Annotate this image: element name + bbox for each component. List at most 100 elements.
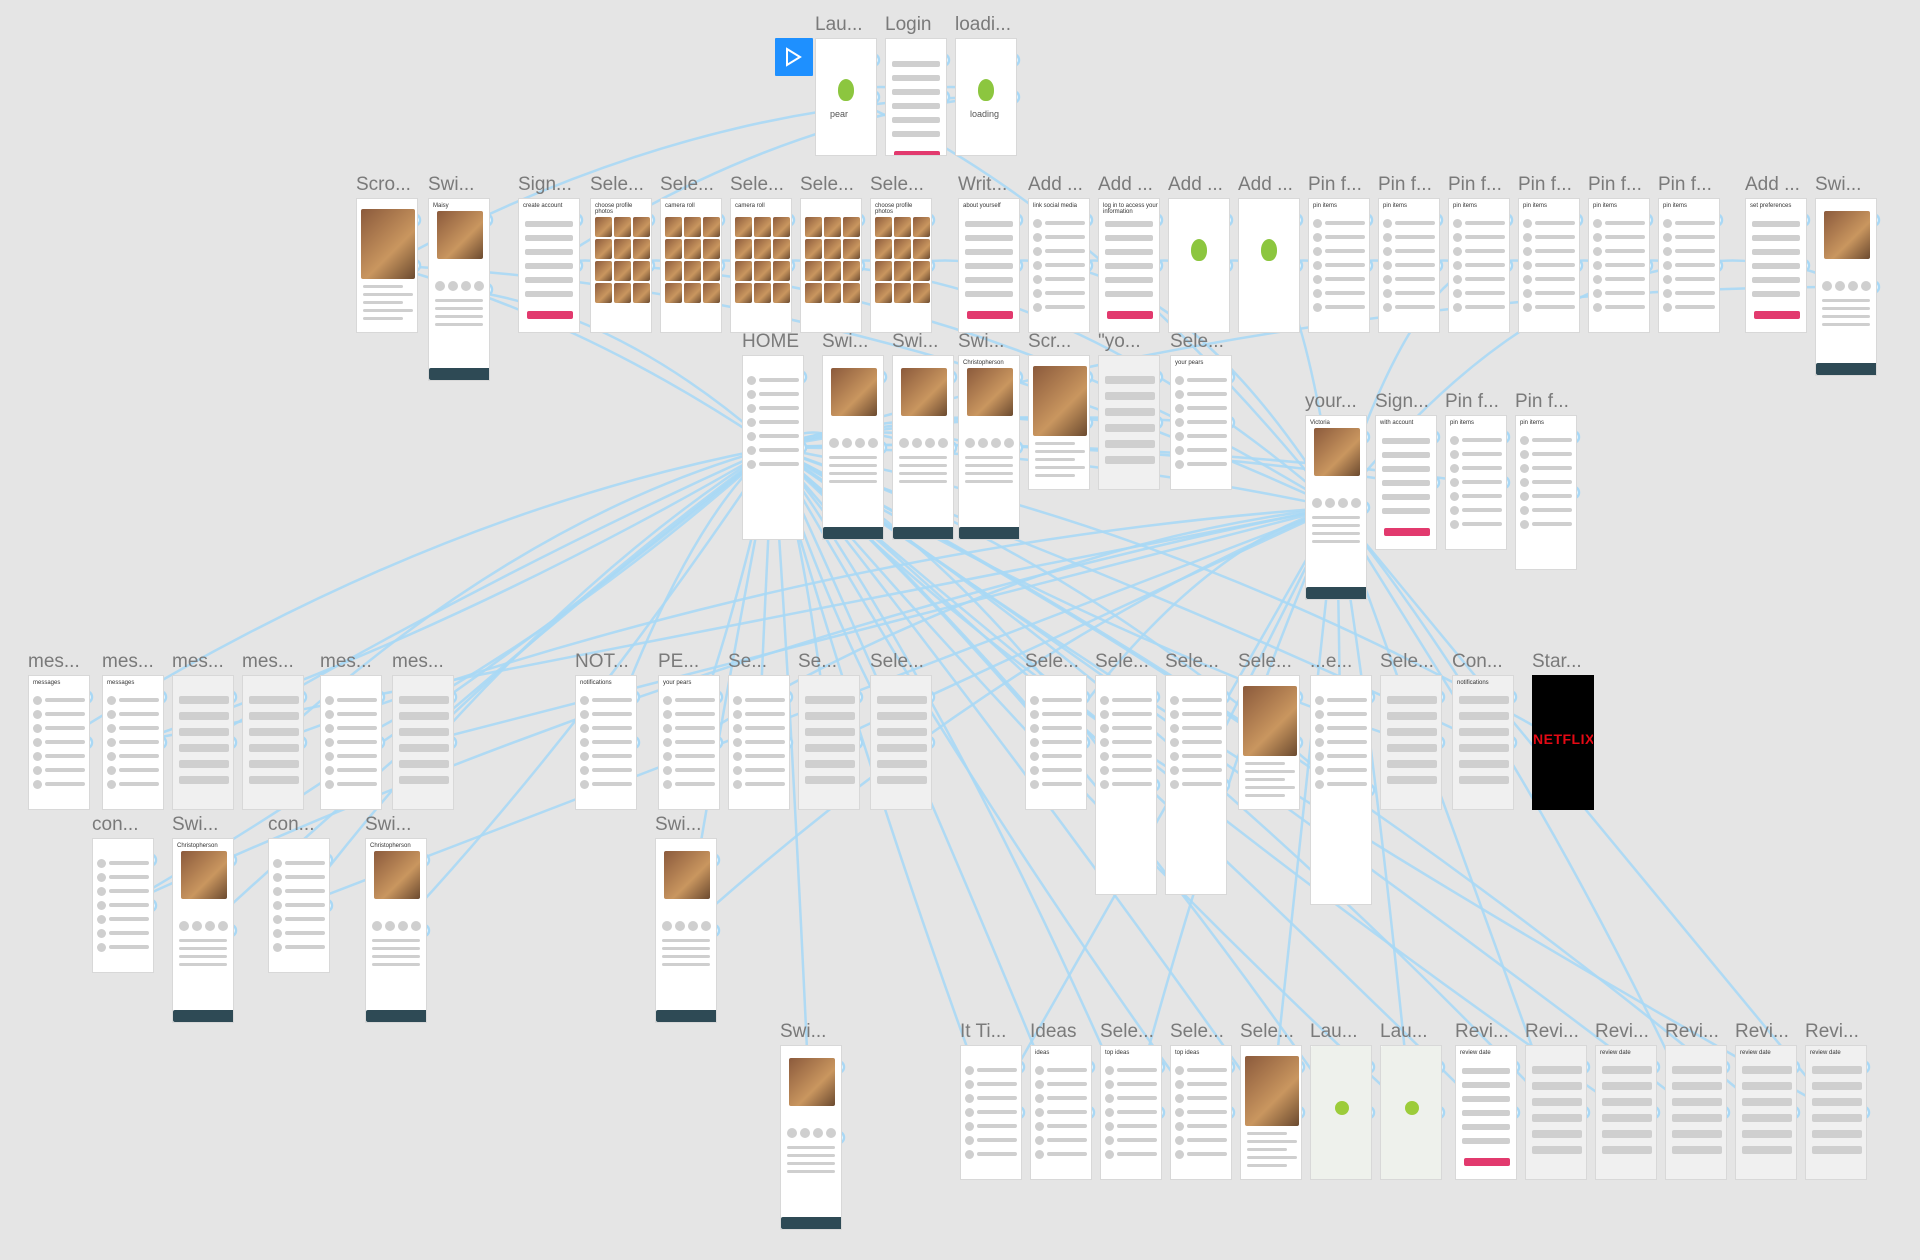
frame-label[interactable]: Sele... [870,174,924,195]
frame-label[interactable]: Sele... [870,651,924,672]
screen-frame[interactable]: review date [1595,1045,1657,1180]
frame-label[interactable]: Sele... [590,174,644,195]
screen-frame[interactable]: pin items [1518,198,1580,333]
frame-label[interactable]: Revi... [1665,1021,1719,1042]
screen-frame[interactable]: create account [518,198,580,333]
screen-frame[interactable] [92,838,154,973]
frame-label[interactable]: It Ti... [960,1021,1007,1042]
screen-frame[interactable] [800,198,862,333]
frame-label[interactable]: Pin f... [1588,174,1642,195]
frame-label[interactable]: con... [92,814,139,835]
screen-frame[interactable]: ideas [1030,1045,1092,1180]
frame-label[interactable]: Login [885,14,932,35]
frame-label[interactable]: your... [1305,391,1357,412]
screen-frame[interactable]: Victoria [1305,415,1367,600]
frame-label[interactable]: mes... [102,651,154,672]
frame-label[interactable]: Scro... [356,174,411,195]
screen-frame[interactable] [1165,675,1227,895]
frame-label[interactable]: Scr... [1028,331,1072,352]
screen-frame[interactable]: messages [102,675,164,810]
screen-frame[interactable]: pin items [1308,198,1370,333]
frame-label[interactable]: Con... [1452,651,1503,672]
frame-label[interactable]: ...e... [1310,651,1353,672]
screen-frame[interactable] [1168,198,1230,333]
frame-label[interactable]: PE... [658,651,700,672]
screen-frame[interactable] [1095,675,1157,895]
frame-label[interactable]: Add ... [1238,174,1293,195]
frame-label[interactable]: Add ... [1745,174,1800,195]
screen-frame[interactable] [960,1045,1022,1180]
screen-frame[interactable] [268,838,330,973]
frame-label[interactable]: NOT... [575,651,629,672]
frame-label[interactable]: Star... [1532,651,1582,672]
frame-label[interactable]: Revi... [1455,1021,1509,1042]
frame-label[interactable]: Revi... [1525,1021,1579,1042]
screen-frame[interactable]: top ideas [1100,1045,1162,1180]
screen-frame[interactable] [1525,1045,1587,1180]
frame-label[interactable]: Se... [728,651,768,672]
screen-frame[interactable] [655,838,717,1023]
screen-frame[interactable]: loading [955,38,1017,156]
screen-frame[interactable]: choose profile photos [590,198,652,333]
frame-label[interactable]: Add ... [1098,174,1153,195]
frame-label[interactable]: Sele... [1100,1021,1154,1042]
screen-frame[interactable]: review date [1735,1045,1797,1180]
screen-frame[interactable] [1240,1045,1302,1180]
frame-label[interactable]: Sele... [1380,651,1434,672]
frame-label[interactable]: Se... [798,651,838,672]
frame-label[interactable]: Add ... [1168,174,1223,195]
frame-label[interactable]: mes... [172,651,224,672]
screen-frame[interactable] [320,675,382,810]
screen-frame[interactable] [870,675,932,810]
frame-label[interactable]: Lau... [1310,1021,1358,1042]
screen-frame[interactable]: Christopherson [958,355,1020,540]
screen-frame[interactable]: about yourself [958,198,1020,333]
screen-frame[interactable]: pear [815,38,877,156]
screen-frame[interactable]: pin items [1588,198,1650,333]
frame-label[interactable]: Sele... [1238,651,1292,672]
screen-frame[interactable] [1098,355,1160,490]
frame-label[interactable]: Revi... [1735,1021,1789,1042]
screen-frame[interactable] [1815,198,1877,376]
frame-label[interactable]: Swi... [822,331,869,352]
screen-frame[interactable] [798,675,860,810]
frame-label[interactable]: Pin f... [1308,174,1362,195]
screen-frame[interactable]: Maisy [428,198,490,381]
screen-frame[interactable]: pin items [1448,198,1510,333]
screen-frame[interactable]: Christopherson [365,838,427,1023]
screen-frame[interactable]: set preferences [1745,198,1807,333]
screen-frame[interactable] [1310,1045,1372,1180]
screen-frame[interactable]: Christopherson [172,838,234,1023]
screen-frame[interactable]: pin items [1658,198,1720,333]
frame-label[interactable]: Swi... [428,174,475,195]
frame-label[interactable]: Sele... [1165,651,1219,672]
screen-frame[interactable]: pin items [1515,415,1577,570]
frame-label[interactable]: HOME [742,331,799,352]
screen-frame[interactable] [1665,1045,1727,1180]
screen-frame[interactable] [242,675,304,810]
screen-frame[interactable]: review date [1805,1045,1867,1180]
screen-frame[interactable]: pin items [1445,415,1507,550]
screen-frame[interactable]: your pears [1170,355,1232,490]
screen-frame[interactable]: review date [1455,1045,1517,1180]
frame-label[interactable]: Swi... [655,814,702,835]
frame-label[interactable]: Sele... [1095,651,1149,672]
screen-frame[interactable]: your pears [658,675,720,810]
screen-frame[interactable] [1238,675,1300,810]
frame-label[interactable]: mes... [392,651,444,672]
frame-label[interactable]: loadi... [955,14,1011,35]
frame-label[interactable]: con... [268,814,315,835]
screen-frame[interactable] [392,675,454,810]
screen-frame[interactable] [885,38,947,156]
frame-label[interactable]: Pin f... [1378,174,1432,195]
frame-label[interactable]: "yo... [1098,331,1141,352]
frame-label[interactable]: Add ... [1028,174,1083,195]
screen-frame[interactable] [892,355,954,540]
frame-label[interactable]: Sign... [1375,391,1429,412]
frame-label[interactable]: Lau... [815,14,863,35]
frame-label[interactable]: Pin f... [1658,174,1712,195]
frame-label[interactable]: Sele... [1170,331,1224,352]
frame-label[interactable]: Pin f... [1445,391,1499,412]
frame-label[interactable]: Ideas [1030,1021,1077,1042]
frame-label[interactable]: Sele... [660,174,714,195]
